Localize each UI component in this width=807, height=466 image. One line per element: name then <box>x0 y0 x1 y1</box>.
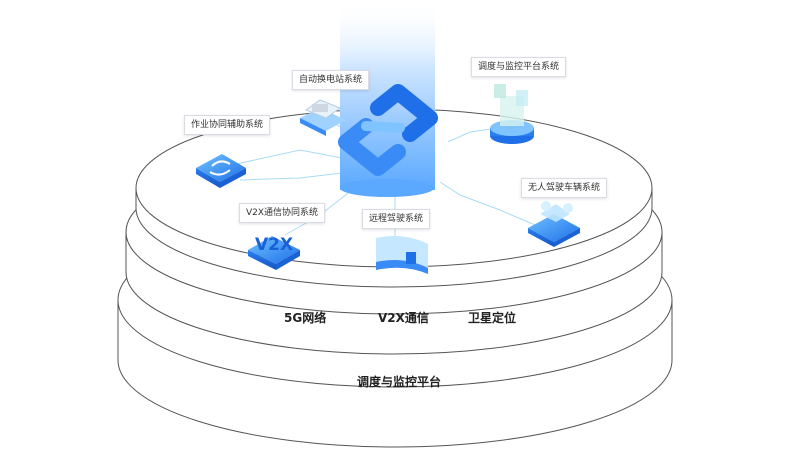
sync-arrows-icon <box>196 154 246 188</box>
v2x-block-icon: V2X <box>248 235 300 270</box>
label-remote-driving: 远程驾驶系统 <box>362 209 431 229</box>
label-dispatch-system: 调度与监控平台系统 <box>471 57 567 77</box>
layer-label-5g: 5G网络 <box>284 311 327 325</box>
v2x-icon-text: V2X <box>255 235 293 255</box>
battery-station-icon <box>300 99 346 136</box>
chain-link-logo <box>338 84 438 176</box>
beam-base <box>340 179 434 197</box>
base-label-dispatch: 调度与监控平台 <box>357 375 442 389</box>
monitor-tower-icon <box>490 84 534 144</box>
label-battery-swap: 自动换电站系统 <box>292 70 370 90</box>
layer-label-v2x: V2X通信 <box>378 311 429 325</box>
layer-label-satellite: 卫星定位 <box>468 311 517 325</box>
label-v2x-system: V2X通信协同系统 <box>239 203 326 223</box>
label-work-assist: 作业协同辅助系统 <box>184 115 271 135</box>
label-autonomous-vehicle: 无人驾驶车辆系统 <box>521 178 608 198</box>
curved-screen-icon <box>376 236 428 274</box>
drone-vehicle-icon <box>528 201 580 247</box>
